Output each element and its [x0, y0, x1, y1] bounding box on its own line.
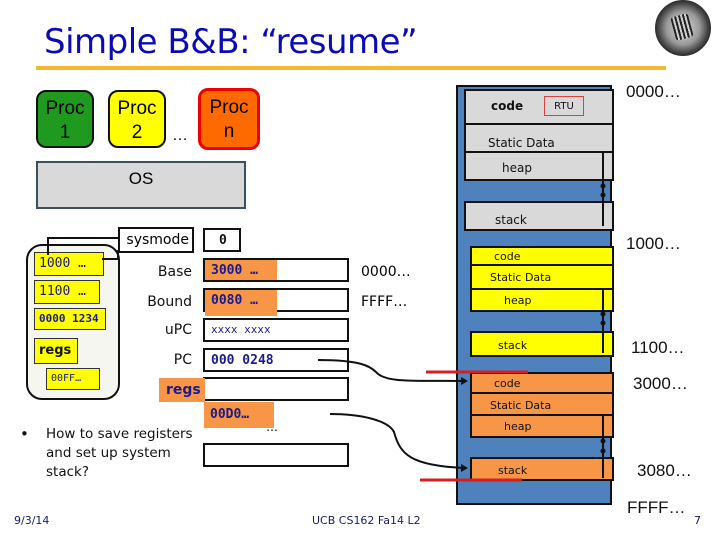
- segment-label: code: [494, 250, 521, 263]
- addr-proc2-start: 3000…: [633, 374, 688, 393]
- sysmode-label-box: sysmode: [118, 227, 194, 253]
- footer-date: 9/3/14: [14, 514, 50, 527]
- os-stack-segment: stack: [464, 201, 614, 231]
- base-value: 3000 …: [211, 263, 258, 278]
- proc1-heap-segment: heap: [470, 288, 614, 312]
- addr-proc1-start: 1000…: [626, 234, 681, 253]
- proc2-stack-segment: stack: [470, 457, 614, 481]
- uc-berkeley-seal-icon: [655, 0, 711, 56]
- os-static-data-segment: Static Data: [464, 123, 614, 153]
- regs-ellipsis: …: [266, 420, 278, 434]
- os-code-segment: code RTU: [464, 89, 614, 125]
- pc-to-code-arrow: [317, 359, 467, 382]
- regs-label: regs: [166, 382, 201, 398]
- proc2-heap-segment: heap: [470, 414, 614, 438]
- page-number: 7: [694, 514, 701, 527]
- regs-value-box: 00D0…: [204, 402, 274, 428]
- segment-label: Static Data: [490, 399, 552, 412]
- addr-proc2-end: 3080…: [637, 461, 692, 480]
- upc-label: uPC: [164, 322, 192, 338]
- segment-label: heap: [502, 161, 532, 175]
- sp-to-stack-arrow: [329, 413, 467, 469]
- os-label: OS: [128, 169, 154, 188]
- pc-label: PC: [173, 352, 192, 368]
- segment-label: stack: [498, 464, 528, 477]
- segment-label: stack: [495, 213, 527, 227]
- base-register: 3000 …: [203, 258, 349, 282]
- addr-os-start: 0000…: [626, 82, 681, 101]
- saved-entry-sp: 00FF…: [46, 368, 100, 390]
- os-heap-segment: heap: [464, 151, 614, 181]
- segment-label: code: [494, 377, 521, 390]
- process-label: Proc: [45, 98, 85, 119]
- proc2-code-segment: code: [470, 372, 614, 394]
- saved-context-box: 1000 … 1100 … 0000 1234 regs 00FF…: [26, 244, 120, 400]
- bound-label: Bound: [147, 294, 192, 310]
- sysmode-label: sysmode: [126, 232, 189, 248]
- slide-title: Simple B&B: “resume”: [44, 22, 418, 62]
- footer-course: UCB CS162 Fa14 L2: [312, 514, 421, 527]
- bound-register: 0080 …: [203, 288, 349, 316]
- sysmode-register: 0: [203, 228, 241, 252]
- segment-label: heap: [504, 294, 532, 307]
- regs-register-bottom: [203, 443, 349, 467]
- saved-entry-bound: 1100 …: [34, 280, 100, 304]
- regs-label-box: regs: [159, 378, 205, 402]
- processes-ellipsis: …: [172, 127, 188, 144]
- saved-entry-pc: 0000 1234: [34, 308, 106, 330]
- process-number: 1: [59, 122, 71, 143]
- segment-label: Static Data: [490, 271, 552, 284]
- proc1-static-data-segment: Static Data: [470, 264, 614, 290]
- os-box: OS: [36, 161, 246, 209]
- sysmode-value: 0: [219, 233, 227, 248]
- saved-entry-regs: regs: [34, 338, 78, 364]
- segment-label: stack: [498, 339, 528, 352]
- bound-fill: [205, 290, 277, 316]
- segment-label: code: [491, 99, 524, 113]
- upc-register: xxxx xxxx: [203, 318, 349, 342]
- upc-value: xxxx xxxx: [211, 323, 271, 336]
- saved-entry-base: 1000 …: [34, 252, 104, 276]
- process-number: 2: [131, 122, 143, 143]
- pc-value: 000 0248: [211, 353, 274, 368]
- process-number: n: [223, 121, 235, 142]
- title-underline: [36, 66, 666, 70]
- segment-label: Static Data: [488, 136, 555, 150]
- process-label: Proc: [117, 98, 157, 119]
- bullet-marker: •: [20, 425, 29, 443]
- proc1-stack-segment: stack: [470, 331, 614, 357]
- bound-range-label: FFFF…: [361, 294, 408, 310]
- addr-proc1-end: 1100…: [631, 338, 685, 357]
- base-range-label: 0000…: [361, 264, 411, 280]
- bullet-question: How to save registers and set up system …: [46, 426, 193, 480]
- tcb-to-sysmode-line: [102, 250, 119, 260]
- process-box-1: Proc 1: [36, 90, 94, 148]
- rtu-badge: RTU: [544, 96, 584, 116]
- physical-memory: code RTU Static Data heap stack code Sta…: [456, 85, 614, 505]
- sysmode-to-tcb-line: [47, 237, 118, 255]
- segment-label: heap: [504, 420, 532, 433]
- addr-memory-end: FFFF…: [627, 498, 686, 517]
- regs-value: 00D0…: [210, 407, 250, 422]
- process-label: Proc: [209, 97, 249, 118]
- process-box-n: Proc n: [198, 88, 260, 150]
- regs-register-top: [203, 377, 349, 401]
- base-label: Base: [157, 264, 192, 280]
- base-fill: [205, 260, 277, 280]
- process-box-2: Proc 2: [108, 90, 166, 148]
- bound-value: 0080 …: [211, 293, 258, 308]
